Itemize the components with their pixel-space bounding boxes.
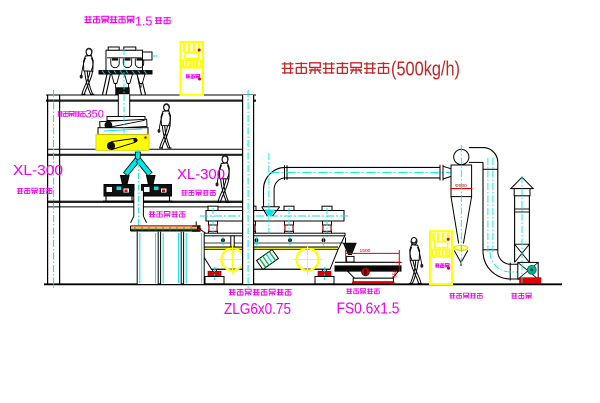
svg-text:XL-300: XL-300	[13, 163, 63, 179]
svg-text:1500: 1500	[360, 248, 371, 254]
svg-text:550: 550	[393, 269, 399, 278]
svg-text:1.5: 1.5	[135, 15, 152, 29]
svg-text:FS0.6x1.5: FS0.6x1.5	[337, 301, 400, 318]
svg-text:(500kg/h): (500kg/h)	[391, 58, 460, 81]
svg-text:350: 350	[86, 109, 104, 121]
svg-text:XL-300: XL-300	[177, 167, 225, 183]
svg-text:ZLG6x0.75: ZLG6x0.75	[224, 301, 291, 318]
